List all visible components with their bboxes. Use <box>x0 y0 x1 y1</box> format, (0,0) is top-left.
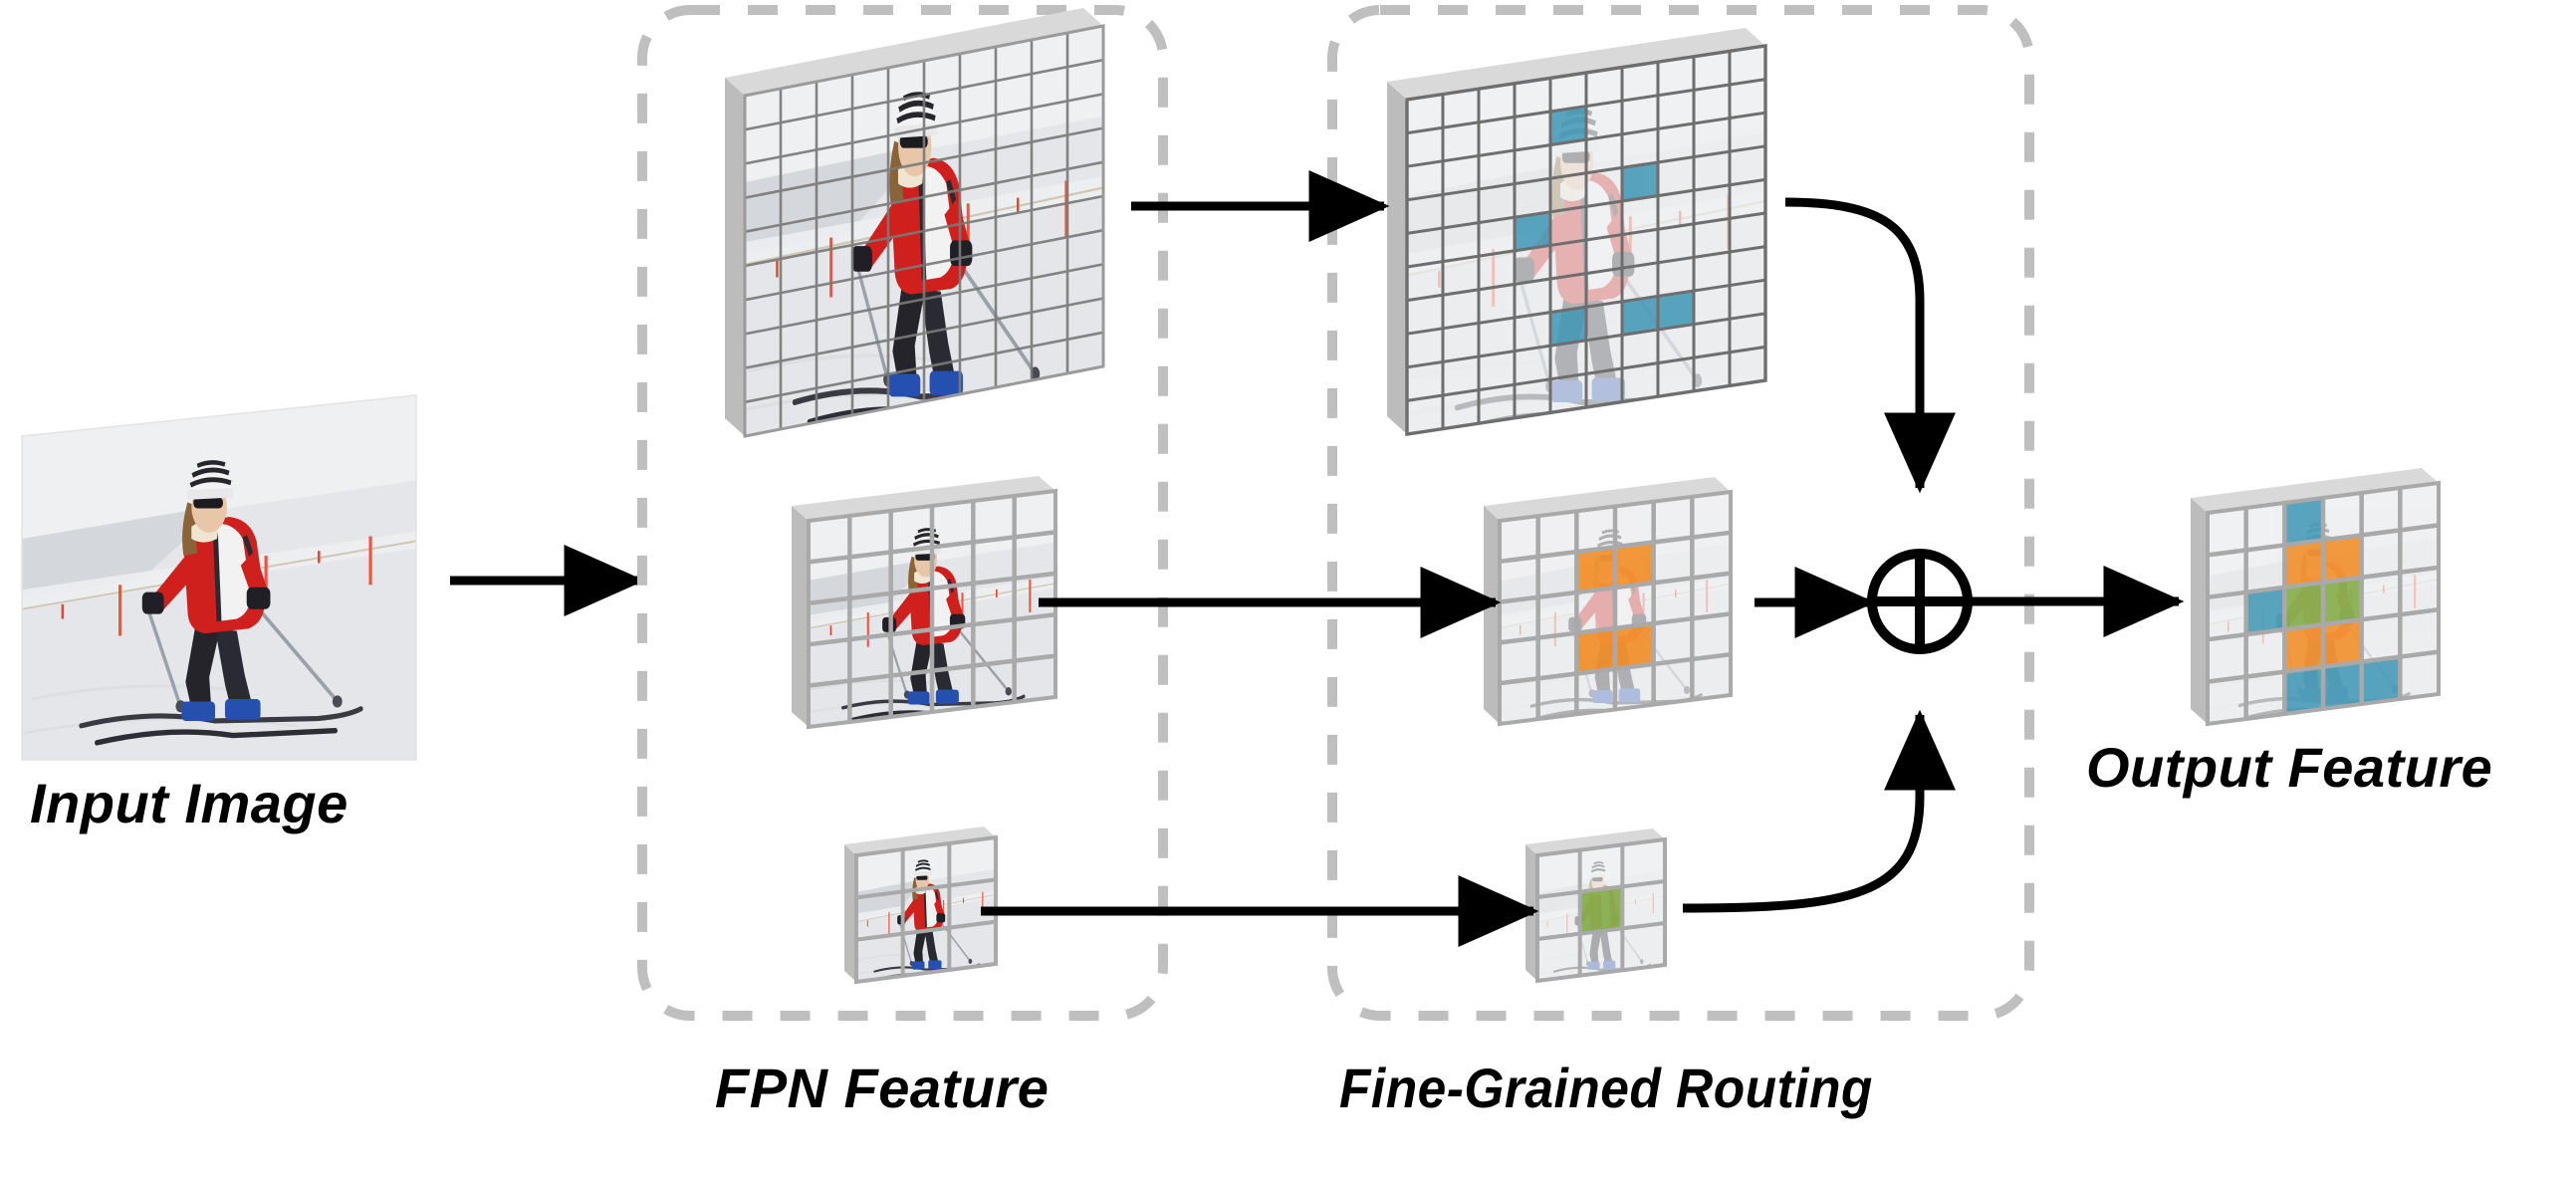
sum-node-plus-circle-icon <box>1867 549 1973 654</box>
caption-fine-grained-routing: Fine-Grained Routing <box>1339 1057 1873 1119</box>
feature-map-fpn-p4 <box>792 476 1057 730</box>
caption-output-feature: Output Feature <box>2086 736 2493 799</box>
routing-group-box <box>1327 5 2034 1021</box>
feature-map-fpn-p3 <box>725 8 1105 438</box>
arrow-route-p5-to-sum <box>1682 709 1956 913</box>
fpn-group-box <box>637 5 1168 1021</box>
input-image <box>21 394 417 761</box>
feature-map-fpn-p5 <box>844 827 998 985</box>
caption-fpn-feature: FPN Feature <box>715 1057 1050 1119</box>
feature-map-output <box>2191 468 2441 727</box>
feature-map-route-p5 <box>1525 828 1667 984</box>
feature-map-route-p4 <box>1484 477 1733 727</box>
arrow-route-p3-to-sum <box>1784 197 1956 494</box>
feature-map-route-p3 <box>1387 28 1767 436</box>
caption-input-image: Input Image <box>30 772 349 834</box>
